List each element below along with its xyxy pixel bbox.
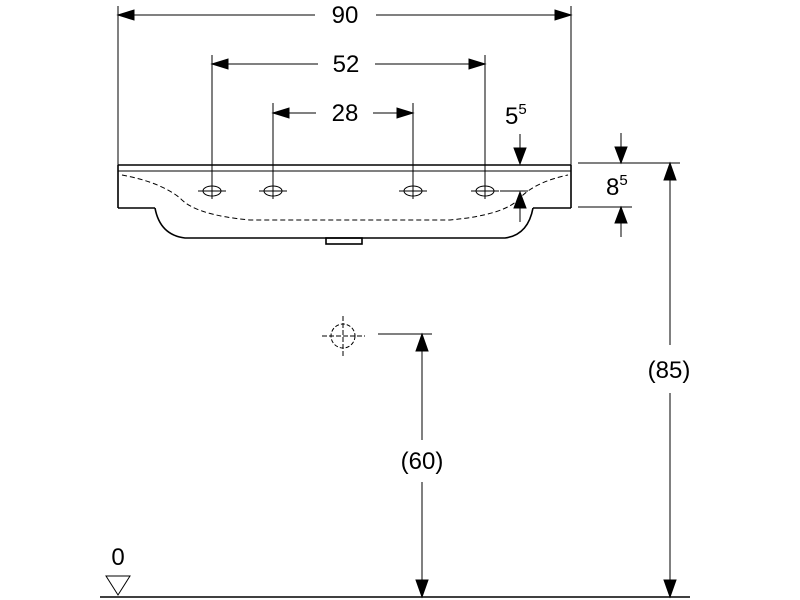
extension-lines [100,6,690,598]
label-overflow-offset: 55 [505,101,527,130]
label-outer-tap-spacing: 52 [333,51,360,78]
label-floor-level: 0 [111,544,124,571]
floor-level-icon [105,575,131,596]
washbasin-body [117,164,572,245]
waste-position-icon [322,316,365,356]
label-rim-height: (85) [648,357,691,384]
dimension-overflow-offset [513,134,527,222]
dimension-waste-height [415,332,429,599]
bowl-hidden-line [121,174,569,221]
dimension-overall-width [116,9,573,21]
label-waste-height: (60) [401,448,444,475]
tap-hole-icon [198,183,226,199]
dimension-rim-height [663,161,677,599]
tap-hole-icon [399,183,427,199]
label-basin-thickness: 85 [606,172,628,201]
label-overall-width: 90 [332,2,359,29]
label-inner-tap-spacing: 28 [332,100,359,127]
dimension-inner-tap-spacing [271,107,415,119]
dimension-basin-thickness [614,133,628,237]
tap-hole-icon [471,183,499,199]
dimension-outer-tap-spacing [210,58,487,70]
tap-hole-icon [259,183,287,199]
